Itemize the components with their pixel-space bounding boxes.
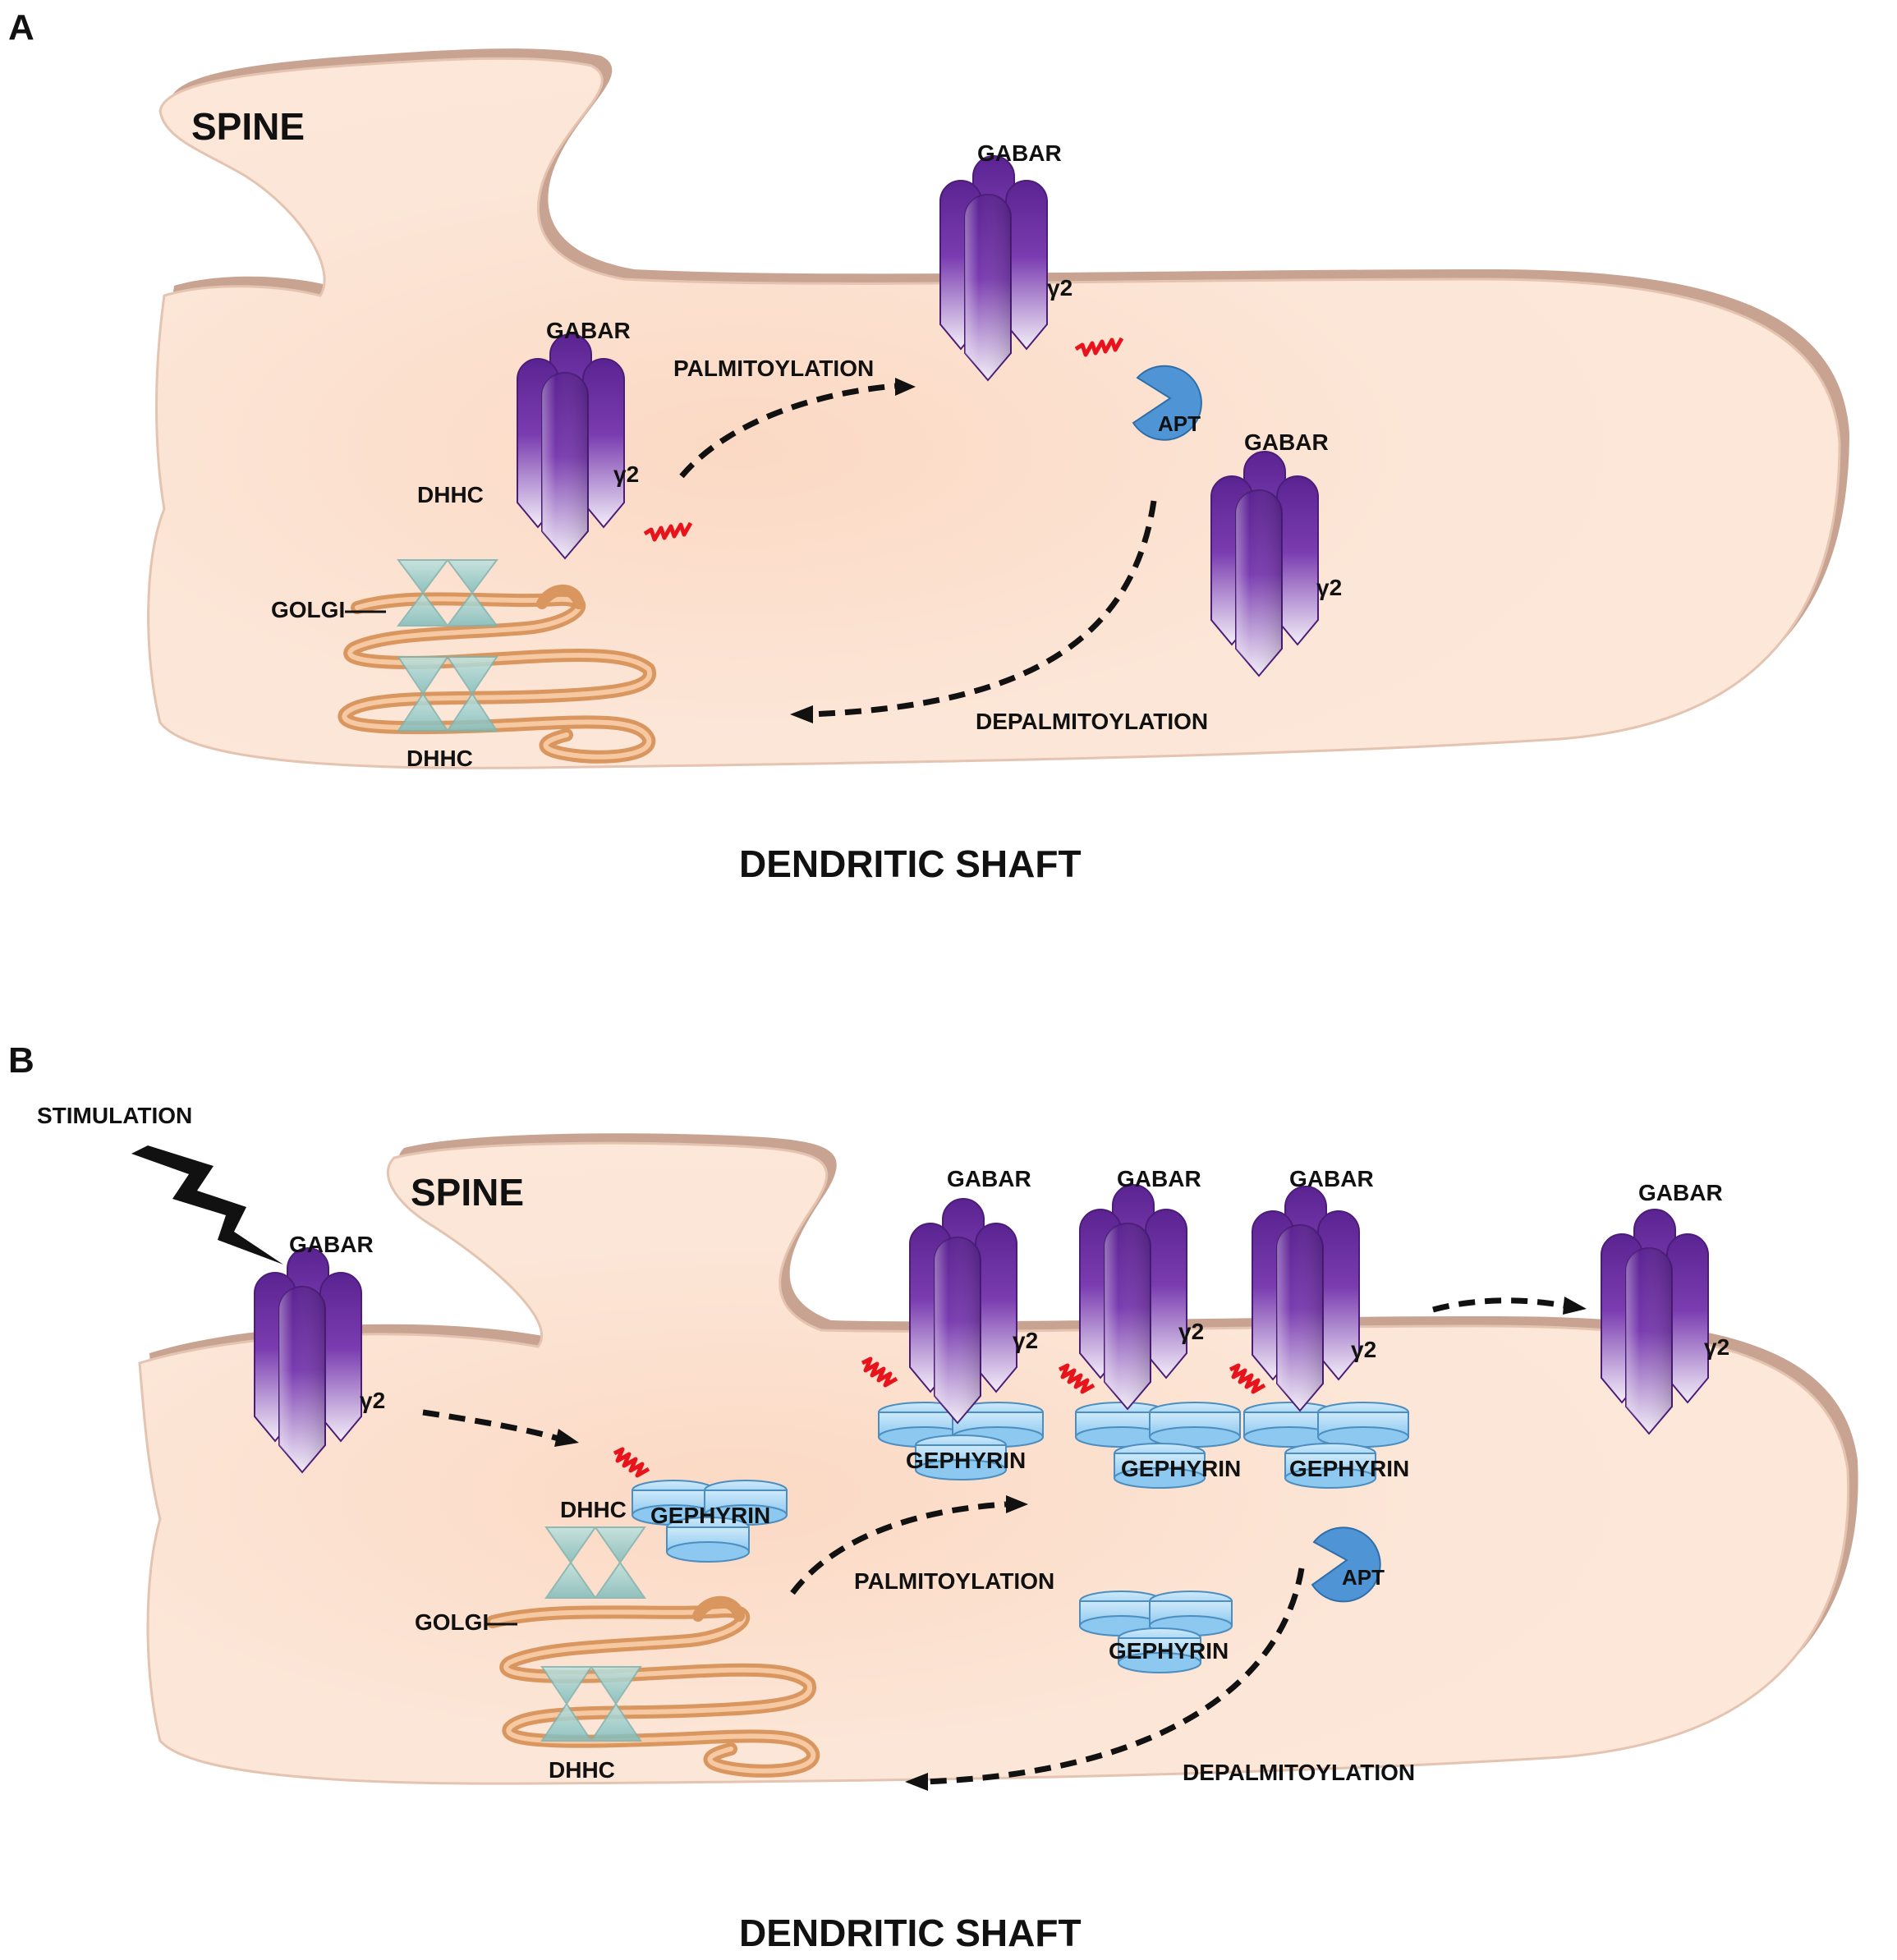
panel-a-palmitoylation-arrowhead	[895, 378, 916, 396]
panel-a-receptor-membrane-label: GABAR	[977, 140, 1062, 166]
panel-b-gephyrin-free: GEPHYRIN	[1079, 1590, 1233, 1673]
gabar-receptor-icon	[939, 155, 1048, 382]
panel-a-golgi	[338, 584, 656, 764]
panel-b-palmitate-golgi	[613, 1447, 650, 1478]
panel-b-palmitoylation-arrowhead	[1006, 1495, 1028, 1513]
panel-a-shaft-label: DENDRITIC SHAFT	[739, 842, 1082, 885]
panel-a-depalmitoylation-label: DEPALMITOYLATION	[976, 709, 1208, 734]
panel-a-receptor-cytosol-subunit: γ2	[1316, 575, 1342, 600]
panel-a-depalmitoylation-arrow	[808, 500, 1157, 718]
panel-b-depalmitoylation-arrow	[923, 1568, 1305, 1785]
panel-b-cluster-1-gephyrin-label: GEPHYRIN	[906, 1448, 1026, 1473]
panel-b-cluster-3: γ2 GABAR GEPHYRIN	[1229, 1166, 1409, 1489]
panel-b-receptor-right-subunit: γ2	[1704, 1334, 1729, 1360]
panel-b-diffusion-arrow	[1432, 1297, 1565, 1313]
panel-b-cluster-2-subunit: γ2	[1178, 1319, 1204, 1344]
panel-a-receptor-golgi: γ2	[517, 333, 639, 560]
panel-b-cluster-1-label: GABAR	[947, 1166, 1031, 1191]
panel-b-stimulation-arrowhead	[554, 1429, 579, 1447]
panel-a-dhhc-lower-label: DHHC	[406, 746, 473, 771]
panel-a-receptor-cytosol: γ2	[1210, 451, 1342, 677]
panel-a-golgi-label: GOLGI	[271, 597, 345, 622]
panel-b-palmitoylation-label: PALMITOYLATION	[854, 1568, 1054, 1594]
panel-b-shaft-label: DENDRITIC SHAFT	[739, 1912, 1082, 1954]
panel-b-spine-label: SPINE	[411, 1171, 524, 1214]
gephyrin-cluster-icon	[1075, 1402, 1241, 1489]
panel-a-receptor-golgi-subunit: γ2	[613, 461, 639, 487]
gabar-receptor-icon	[517, 333, 625, 560]
gabar-receptor-icon	[254, 1247, 362, 1474]
panel-b-apt-label: APT	[1342, 1565, 1385, 1590]
panel-b-dhhc-lower-label: DHHC	[549, 1757, 615, 1783]
panel-a-palmitate-membrane	[1074, 337, 1124, 357]
panel-a-dhhc-upper-label: DHHC	[417, 482, 484, 507]
panel-b-cluster-3-label: GABAR	[1289, 1166, 1374, 1191]
apt-pacman-icon	[1132, 365, 1202, 441]
panel-b-gephyrin-golgi: GEPHYRIN	[632, 1480, 788, 1563]
panel-a-receptor-membrane: γ2	[939, 155, 1073, 382]
panel-b-stimulation-label: STIMULATION	[37, 1103, 192, 1128]
panel-b-receptor-right: γ2	[1601, 1209, 1729, 1435]
lightning-bolt-icon	[131, 1145, 283, 1265]
panel-b-dhhc-upper-label: DHHC	[560, 1497, 627, 1522]
panel-b-palmitoylation-arrow	[790, 1501, 1007, 1595]
panel-b-golgi	[486, 1595, 820, 1778]
gabar-receptor-icon	[1252, 1186, 1360, 1412]
panel-b-cluster-2: γ2 GABAR GEPHYRIN	[1058, 1166, 1241, 1489]
panel-b-receptor-left-subunit: γ2	[360, 1388, 385, 1413]
gabar-receptor-icon	[1601, 1209, 1709, 1435]
panel-a-receptor-golgi-label: GABAR	[546, 318, 631, 343]
gabar-receptor-icon	[1210, 451, 1319, 677]
gabar-receptor-icon	[1079, 1184, 1187, 1411]
panel-a-depalmitoylation-arrowhead	[790, 705, 813, 723]
panel-a-dhhc-upper	[397, 559, 498, 627]
gephyrin-cluster-icon	[1243, 1402, 1409, 1489]
panel-a-palmitoylation-label: PALMITOYLATION	[673, 356, 874, 381]
panel-b-dhhc-upper	[544, 1526, 646, 1599]
panel-b-dhhc-lower	[540, 1666, 642, 1742]
panel-b-gephyrin-golgi-label: GEPHYRIN	[650, 1503, 770, 1528]
panel-b-golgi-label: GOLGI	[415, 1609, 489, 1635]
panel-b-receptor-left-label: GABAR	[289, 1232, 374, 1257]
panel-a: A SPINE DENDRITIC SHAFT GOLGI DHHC DHHC	[8, 7, 1850, 885]
panel-b-gephyrin-free-label: GEPHYRIN	[1109, 1638, 1229, 1664]
apt-pacman-icon	[1311, 1526, 1381, 1603]
panel-a-letter: A	[8, 7, 34, 48]
panel-a-apt-label: APT	[1158, 411, 1201, 436]
panel-a-dhhc-lower	[397, 656, 498, 732]
panel-b-cluster-2-label: GABAR	[1117, 1166, 1201, 1191]
panel-a-receptor-cytosol-label: GABAR	[1244, 429, 1329, 455]
gabar-receptor-icon	[909, 1198, 1017, 1425]
panel-b-cluster-1-subunit: γ2	[1013, 1328, 1038, 1353]
panel-b-letter: B	[8, 1040, 34, 1081]
panel-b-cluster-3-subunit: γ2	[1351, 1337, 1376, 1362]
panel-a-apt: APT	[1132, 365, 1202, 441]
panel-b-diffusion-arrowhead	[1563, 1297, 1587, 1315]
panel-b-depalmitoylation-label: DEPALMITOYLATION	[1183, 1760, 1415, 1785]
panel-b-cluster-1: γ2 GABAR GEPHYRIN	[861, 1166, 1044, 1480]
panel-b-receptor-left: γ2	[254, 1247, 385, 1474]
gephyrin-cluster-icon	[1079, 1590, 1233, 1673]
panel-a-spine-label: SPINE	[191, 105, 305, 148]
panel-b-cluster-2-gephyrin-label: GEPHYRIN	[1121, 1456, 1241, 1481]
panel-b-apt: APT	[1311, 1526, 1385, 1603]
panel-b-depalmitoylation-arrowhead	[905, 1773, 928, 1791]
panel-a-palmitate-golgi	[643, 521, 693, 542]
gephyrin-cluster-icon	[632, 1480, 788, 1563]
panel-b-cluster-3-palmitate	[1229, 1363, 1266, 1394]
panel-b-cluster-2-palmitate	[1058, 1363, 1095, 1394]
panel-b: B SPINE DENDRITIC SHAFT STIMULATION GOLG…	[8, 1040, 1858, 1954]
panel-b-cluster-3-gephyrin-label: GEPHYRIN	[1289, 1456, 1409, 1481]
panel-b-cluster-1-palmitate	[861, 1356, 898, 1388]
panel-a-receptor-membrane-subunit: γ2	[1047, 275, 1073, 301]
panel-a-palmitoylation-arrow	[679, 383, 896, 479]
panel-b-receptor-right-label: GABAR	[1638, 1180, 1723, 1205]
